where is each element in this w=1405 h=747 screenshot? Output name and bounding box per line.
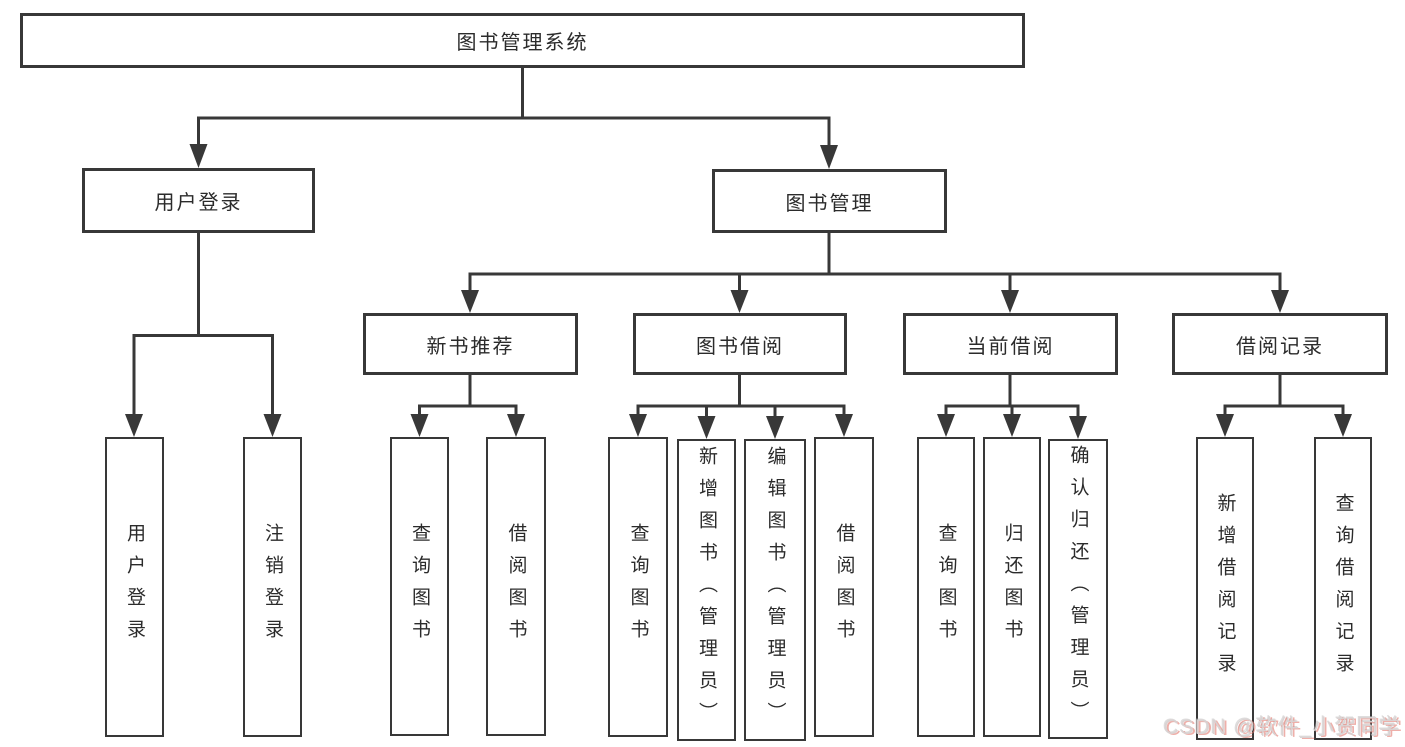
node-label: 借阅记录 <box>1236 335 1324 358</box>
leaf-record-add: 新增借阅记录 <box>1196 437 1254 740</box>
node-book-management: 图书管理 <box>712 169 947 233</box>
arrowheads-borrow-leaves <box>629 414 853 439</box>
node-label: 查询图书 <box>409 522 430 651</box>
node-label: 新增图书（管理员） <box>696 446 717 734</box>
node-label: 图书借阅 <box>696 335 784 358</box>
node-label: 借阅图书 <box>833 523 855 651</box>
leaf-borrow-add-admin: 新增图书（管理员） <box>677 439 736 741</box>
node-label: 当前借阅 <box>966 335 1055 358</box>
node-label: 查询图书 <box>935 523 957 651</box>
csdn-watermark: CSDN @软件_小贺同学 <box>1163 716 1401 739</box>
node-book-borrowing: 图书借阅 <box>633 313 847 375</box>
node-label: 归还图书 <box>1001 523 1023 651</box>
arrowheads-user-leaves <box>125 414 282 437</box>
node-label: 查询图书 <box>627 523 649 651</box>
leaf-current-return: 归还图书 <box>983 437 1041 737</box>
leaf-record-query: 查询借阅记录 <box>1314 437 1372 740</box>
arrowheads-record-leaves <box>1216 414 1352 437</box>
node-label: 借阅图书 <box>505 522 527 651</box>
node-label: 图书管理 <box>785 192 874 215</box>
node-label: 注销登录 <box>262 523 283 651</box>
connector-current-branch <box>944 373 1080 420</box>
leaf-borrow-borrow: 借阅图书 <box>814 437 874 737</box>
connector-book-management-branch <box>468 231 1282 294</box>
leaf-current-query: 查询图书 <box>917 437 975 737</box>
node-label: 新增借阅记录 <box>1214 492 1236 685</box>
arrowheads-level2 <box>189 144 838 169</box>
connector-borrow-branch <box>636 373 846 420</box>
connector-record-branch <box>1223 373 1345 418</box>
arrowheads-level3 <box>461 290 1289 313</box>
leaf-borrow-query: 查询图书 <box>608 437 668 737</box>
connector-new-book-branch <box>418 373 518 418</box>
node-borrowing-records: 借阅记录 <box>1172 313 1388 375</box>
leaf-current-confirm-admin: 确认归还（管理员） <box>1048 439 1108 739</box>
node-label: 编辑图书（管理员） <box>764 446 786 734</box>
node-new-book-recommendation: 新书推荐 <box>363 313 578 375</box>
node-root-system: 图书管理系统 <box>20 13 1025 68</box>
node-current-borrowing: 当前借阅 <box>903 313 1118 375</box>
arrowheads-new-book-leaves <box>410 414 525 437</box>
node-label: 确认归还（管理员） <box>1067 445 1089 733</box>
arrowheads-current-leaves <box>937 414 1087 439</box>
connector-root-to-level2 <box>197 66 831 151</box>
node-label: 新书推荐 <box>426 335 515 358</box>
node-label: 用户登录 <box>154 192 243 214</box>
connector-user-login-branch <box>132 231 274 418</box>
node-label: 图书管理系统 <box>456 32 589 54</box>
node-label: 查询借阅记录 <box>1332 492 1354 685</box>
leaf-borrow-edit-admin: 编辑图书（管理员） <box>744 439 806 741</box>
leaf-logout: 注销登录 <box>243 437 302 737</box>
leaf-new-book-borrow: 借阅图书 <box>486 437 546 736</box>
leaf-new-book-query: 查询图书 <box>390 437 449 736</box>
node-user-login: 用户登录 <box>82 168 315 233</box>
node-label: 用户登录 <box>124 523 145 651</box>
leaf-user-login: 用户登录 <box>105 437 164 737</box>
